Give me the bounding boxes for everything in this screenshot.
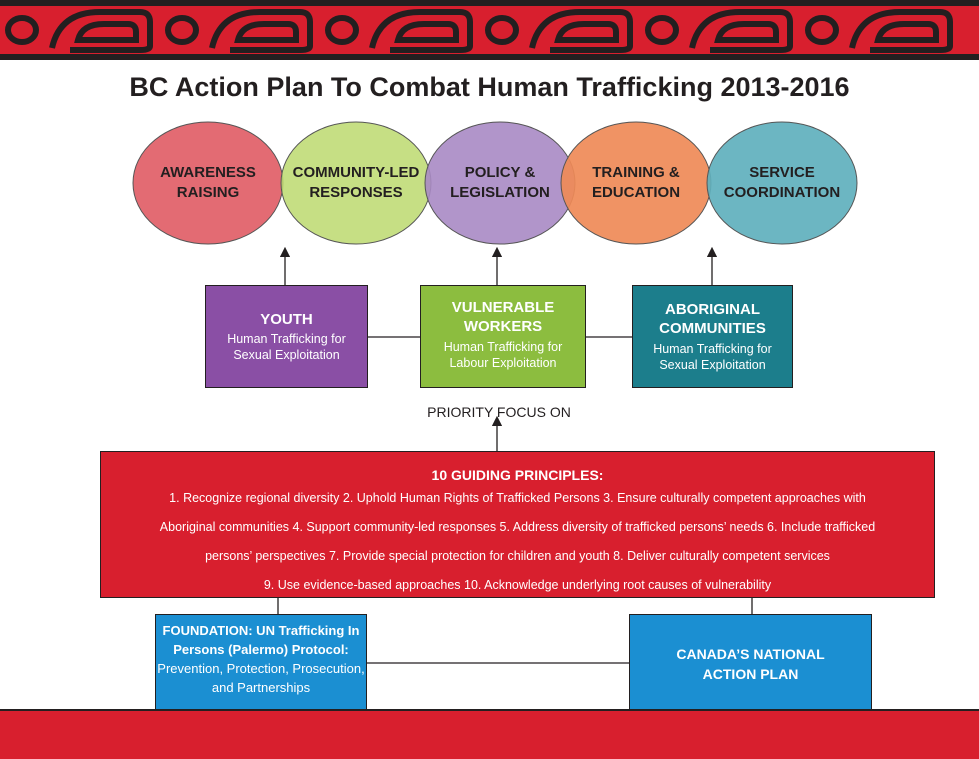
footer-bar — [0, 709, 979, 759]
circle-line: AWARENESS — [160, 164, 256, 181]
circle-label-service: SERVICE COORDINATION — [707, 163, 857, 203]
box-title: COMMUNITIES — [659, 320, 766, 337]
box-title: WORKERS — [463, 318, 543, 335]
box-youth: YOUTH Human Trafficking for Sexual Explo… — [205, 285, 368, 388]
circle-line: COMMUNITY-LED — [292, 164, 420, 181]
circle-line: LEGISLATION — [450, 184, 550, 201]
circle-line: TRAINING & — [592, 164, 680, 181]
canada-line2: ACTION PLAN — [702, 666, 799, 682]
circle-line: POLICY & — [464, 164, 536, 181]
circle-line: EDUCATION — [591, 184, 681, 201]
canada-national-action-plan-box: CANADA’S NATIONAL ACTION PLAN — [629, 614, 872, 715]
box-subtitle: Sexual Exploitation — [233, 348, 340, 362]
box-subtitle: Labour Exploitation — [449, 356, 557, 370]
page-title: BC Action Plan To Combat Human Trafficki… — [129, 72, 850, 102]
principles-title: 10 GUIDING PRINCIPLES: — [431, 467, 604, 483]
box-vulnerable-workers: VULNERABLE WORKERS Human Trafficking for… — [420, 285, 586, 388]
box-title: YOUTH — [260, 311, 313, 328]
circle-service — [706, 121, 858, 245]
foundation-line3: Prevention, Protection, Prosecution, — [157, 661, 365, 676]
circle-line: SERVICE — [749, 164, 815, 181]
circle-group — [132, 121, 858, 245]
circle-label-policy: POLICY & LEGISLATION — [425, 163, 575, 203]
box-subtitle: Human Trafficking for — [443, 340, 563, 354]
foundation-box: FOUNDATION: UN Trafficking In Persons (P… — [155, 614, 367, 715]
box-title: ABORIGINAL — [665, 301, 760, 318]
guiding-principles-box: 10 GUIDING PRINCIPLES: 1. Recognize regi… — [100, 451, 935, 598]
box-subtitle: Sexual Exploitation — [659, 358, 766, 372]
principles-line: persons’ perspectives 7. Provide special… — [205, 549, 830, 563]
priority-focus-label: PRIORITY FOCUS ON — [427, 404, 571, 420]
principles-line: 1. Recognize regional diversity 2. Uphol… — [169, 491, 866, 505]
circle-line: RAISING — [176, 184, 240, 201]
decorative-banner — [0, 0, 979, 60]
circle-line: COORDINATION — [723, 184, 841, 201]
foundation-line2: Persons (Palermo) Protocol: — [156, 640, 366, 659]
circle-label-training: TRAINING & EDUCATION — [561, 163, 711, 203]
circle-label-community: COMMUNITY-LED RESPONSES — [281, 163, 431, 203]
box-subtitle: Human Trafficking for — [653, 342, 772, 356]
box-subtitle: Human Trafficking for — [227, 332, 346, 346]
principles-line: Aboriginal communities 4. Support commun… — [159, 520, 876, 534]
box-aboriginal-communities: ABORIGINAL COMMUNITIES Human Trafficking… — [632, 285, 793, 388]
foundation-line2-text: Persons (Palermo) Protocol: — [173, 642, 349, 657]
canada-line1: CANADA’S NATIONAL — [676, 646, 825, 662]
principles-line: 9. Use evidence-based approaches 10. Ack… — [263, 578, 772, 592]
circle-line: RESPONSES — [309, 184, 403, 201]
circle-label-awareness: AWARENESS RAISING — [133, 163, 283, 203]
foundation-label: FOUNDATION: — [162, 623, 253, 638]
foundation-line4: and Partnerships — [211, 680, 311, 695]
foundation-line1: UN Trafficking In — [252, 623, 360, 638]
foundation-line: FOUNDATION: UN Trafficking In — [156, 621, 366, 640]
box-title: VULNERABLE — [451, 299, 555, 316]
